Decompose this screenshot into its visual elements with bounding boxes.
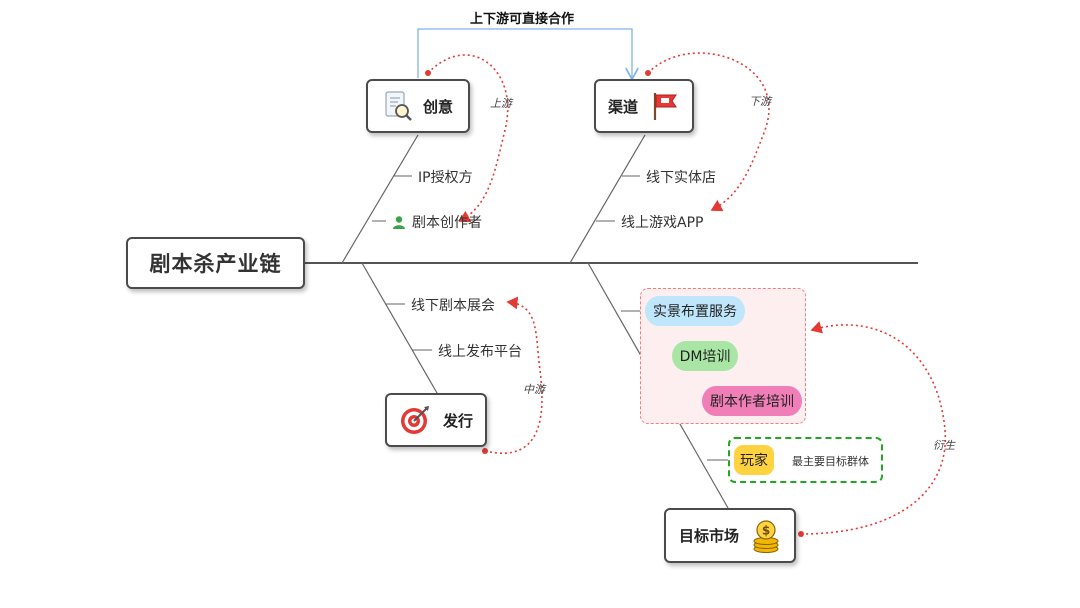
creative-item-writer-label: 剧本创作者 [412, 215, 482, 231]
player-note: 最主要目标群体 [792, 455, 869, 468]
top-link-connector [417, 28, 632, 78]
creative-item-writer: 剧本创作者 [392, 212, 482, 232]
person-icon [392, 215, 406, 229]
service-dm-training[interactable]: DM培训 [672, 341, 738, 371]
channel-item-offline-store: 线下实体店 [646, 170, 716, 186]
midstream-arrow [484, 296, 543, 454]
publish-item-expo: 线下剧本展会 [411, 298, 495, 314]
service-scene-setup[interactable]: 实景布置服务 [645, 296, 745, 326]
derivative-arrow [800, 321, 947, 535]
coins-icon: $ [751, 519, 781, 553]
channel-item-online-app: 线上游戏APP [621, 215, 704, 231]
main-topic-label: 剧本杀产业链 [149, 252, 282, 276]
relation-label-derivative: 衍生 [933, 439, 955, 452]
relation-label-upstream: 上游 [490, 97, 512, 110]
main-topic[interactable]: 剧本杀产业链 [126, 237, 305, 289]
document-search-icon [383, 90, 413, 122]
bone-creative [341, 134, 419, 264]
node-channel[interactable]: 渠道 [594, 79, 694, 133]
upstream-arrow [427, 54, 509, 223]
flag-icon [650, 90, 680, 122]
player-group [728, 437, 883, 483]
svg-text:$: $ [762, 523, 770, 537]
bone-publish [361, 262, 438, 394]
bone-channel [569, 134, 646, 264]
node-publish[interactable]: 发行 [385, 393, 487, 447]
node-channel-label: 渠道 [607, 97, 638, 116]
top-link-label: 上下游可直接合作 [470, 12, 575, 27]
node-market[interactable]: 目标市场 $ [664, 508, 796, 563]
publish-item-online-platform: 线上发布平台 [438, 344, 522, 360]
node-publish-label: 发行 [442, 411, 473, 430]
downstream-arrow [647, 52, 770, 212]
player-tag[interactable]: 玩家 [734, 445, 774, 475]
service-writer-training[interactable]: 剧本作者培训 [702, 386, 802, 416]
relation-label-midstream: 中游 [523, 383, 545, 396]
target-icon [399, 404, 431, 436]
creative-item-ip: IP授权方 [418, 170, 473, 186]
relation-label-downstream: 下游 [749, 95, 771, 108]
node-creative-label: 创意 [422, 97, 453, 116]
node-market-label: 目标市场 [678, 527, 739, 545]
node-creative[interactable]: 创意 [366, 79, 470, 133]
